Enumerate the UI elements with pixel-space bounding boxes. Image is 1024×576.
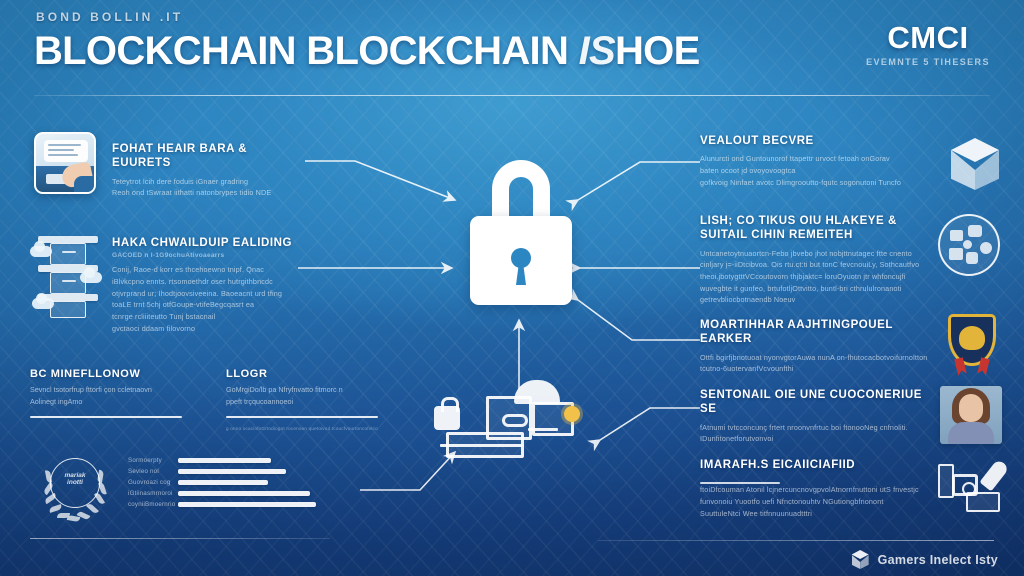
right-item-5[interactable]: IMARAFH.S EICAIICIAFIID ftoiDfcouman Ato… — [700, 458, 928, 519]
stat-bar-track — [178, 491, 328, 496]
page-title-main: BLOCKCHAIN BLOCKCHAIN — [34, 29, 579, 73]
tablet-photo-icon — [34, 132, 96, 194]
shield-badge-icon — [944, 314, 1000, 376]
right-item-3-title: MOARTIHHAR AAJHTINGPOUEL EARKER — [700, 319, 893, 346]
stat-bar-row[interactable]: coyniiBmoernrio — [128, 499, 328, 510]
cloud-server-stack-icon — [30, 232, 106, 318]
stat-bar-label: Sormoerpty — [128, 457, 162, 464]
right-item-3-body: Ottfi bgirfjbnotuoat nyonvgtorAuwa nunA … — [700, 352, 928, 374]
stat-bar-label: coyniiBmoernrio — [128, 501, 176, 508]
left-column-1-title: BC MINEFLLONOW — [30, 368, 141, 380]
stat-bar-label: Sevleo nol — [128, 468, 159, 475]
left-item-1-body: Teteytrot lcih dere foduis iGnaer gradri… — [112, 176, 272, 198]
right-item-1-title: VEALOUT BECVRE — [700, 135, 814, 147]
padlock-icon — [466, 160, 576, 305]
page-title: BLOCKCHAIN BLOCKCHAIN ISHOE — [34, 29, 700, 74]
stat-bar-track — [178, 480, 328, 485]
header: BOND BOLLIN .IT BLOCKCHAIN BLOCKCHAIN IS… — [0, 0, 1024, 104]
left-item-2-body: Conij, Raoe-d korr es thcehoewno tnipf. … — [112, 265, 283, 333]
left-item-1-title: FOHAT HEAIR BARA & EUURETS — [112, 143, 248, 170]
left-item-2-subtitle: GACOED n I-1G9ochuAtivoaearrs — [112, 252, 225, 260]
wreath-badge-icon: mariak inotti — [36, 452, 116, 530]
right-item-1[interactable]: VEALOUT BECVRE Alunurcti ond Guntounorof… — [700, 134, 936, 188]
footer-divider — [598, 540, 994, 541]
rocket-media-icon — [936, 458, 1010, 514]
stat-bar-row[interactable]: Sevleo nol — [128, 466, 328, 477]
page-title-accent: IS — [578, 29, 616, 73]
right-item-4-body: fAtnumi tvtcconcunç frtert nroonvnfrtuc … — [700, 422, 908, 444]
left-column-2[interactable]: LLOGR GoMrgiDo/lb pa Nfryfnvatto fitmorc… — [226, 368, 392, 431]
right-item-1-body: Alunurcti ond Guntounorof ttapettr urvoc… — [700, 154, 902, 187]
right-item-4-title: SENTONAIL OIE UNE CUOCONERIUE SE — [700, 389, 922, 416]
left-column-1[interactable]: BC MINEFLLONOW Sevncl tsotorfrup fttorfi… — [30, 368, 196, 419]
stat-bar-label: Guovroazi cog — [128, 479, 171, 486]
stat-bar-label: iGtiinasmrnoroi — [128, 490, 173, 497]
brand-subtitle: EVEMNTE 5 TIHESERS — [866, 57, 990, 67]
stat-bar-row[interactable]: Guovroazi cog — [128, 477, 328, 488]
left-column-1-rule — [30, 416, 182, 419]
header-divider — [34, 95, 990, 96]
cube-icon — [944, 134, 1006, 196]
right-item-5-title: IMARAFH.S EICAIICIAFIID — [700, 459, 856, 471]
left-column-1-text: Sevncl tsotorfrup fttorfi çon ccletnaovn… — [30, 385, 152, 406]
left-item-2[interactable]: HAKA CHWAILDUIP EALIDING GACOED n I-1G9o… — [112, 236, 308, 334]
machinery-server-icon — [428, 380, 608, 468]
left-item-2-title: HAKA CHWAILDUIP EALIDING — [112, 237, 292, 249]
left-footer-divider — [30, 538, 330, 539]
header-kicker: BOND BOLLIN .IT — [36, 10, 184, 24]
footer-cube-icon — [851, 550, 870, 569]
right-item-3[interactable]: MOARTIHHAR AAJHTINGPOUEL EARKER Ottfi bg… — [700, 318, 936, 375]
wreath-badge-text: mariak inotti — [64, 472, 86, 487]
stat-bar-row[interactable]: iGtiinasmrnoroi — [128, 488, 328, 499]
footer-brand-text: Gamers Inelect Isty — [877, 552, 998, 567]
stat-bar-track — [178, 469, 328, 474]
right-item-5-body: ftoiDfcouman Atonil lcjnercuncnovgpvolAt… — [700, 485, 919, 518]
right-item-4[interactable]: SENTONAIL OIE UNE CUOCONERIUE SE fAtnumi… — [700, 388, 928, 445]
person-photo-icon — [940, 386, 1002, 444]
right-item-2-body: Untcanetoytnuaortcn-Febo jbvebo jhot nob… — [700, 248, 920, 305]
stat-bar-row[interactable]: Sormoerpty — [128, 455, 328, 466]
brand-mark: CMCI — [887, 20, 969, 55]
stat-bars: Sormoerpty Sevleo nol Guovroazi cog iGti… — [128, 455, 328, 510]
stat-bar-track — [178, 458, 328, 463]
right-item-2-title: LISH; CO TIKUS OIU HLAKEYE & SUITAIL CIH… — [700, 215, 897, 242]
left-column-2-fine-print: g onno ocacinfoGrtodiogot rocenoon queto… — [226, 426, 378, 432]
left-column-2-title: LLOGR — [226, 368, 268, 380]
right-item-5-rule — [700, 482, 780, 484]
left-column-2-text: GoMrgiDo/lb pa Nfryfnvatto fitmorc n ppe… — [226, 385, 343, 406]
network-circle-icon — [938, 214, 1000, 276]
right-item-2[interactable]: LISH; CO TIKUS OIU HLAKEYE & SUITAIL CIH… — [700, 214, 928, 306]
left-column-2-rule — [226, 416, 378, 419]
page-title-tail: HOE — [614, 29, 700, 73]
footer-brand: Gamers Inelect Isty — [851, 550, 998, 569]
brand-logo: CMCI EVEMNTE 5 TIHESERS — [858, 22, 998, 67]
left-item-1[interactable]: FOHAT HEAIR BARA & EUURETS Teteytrot lci… — [112, 142, 302, 199]
stat-bar-track — [178, 502, 328, 507]
